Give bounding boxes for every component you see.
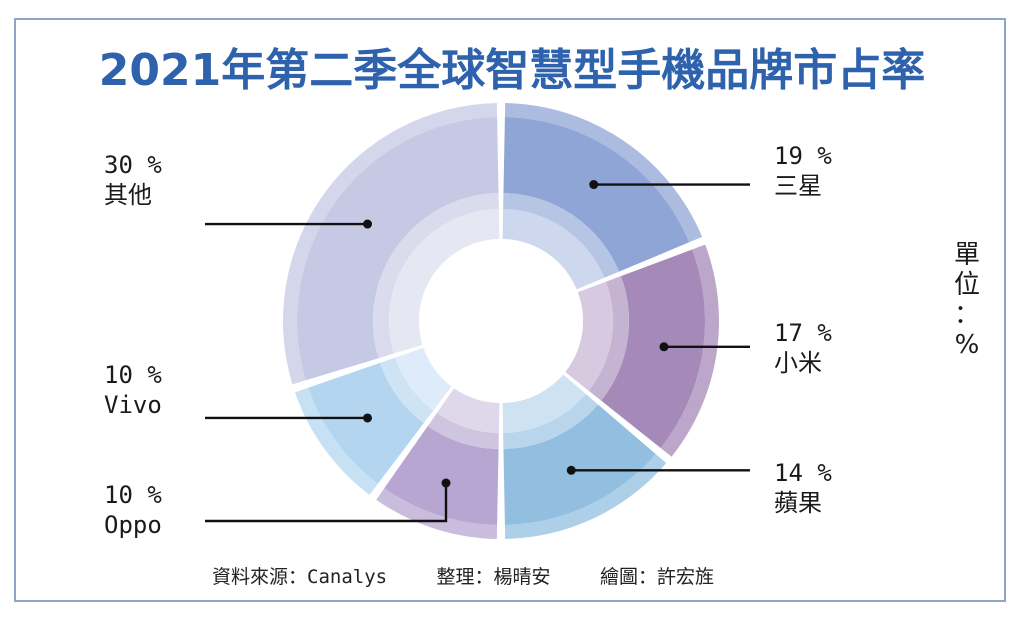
slice-inner-ring-others [373,193,499,359]
name-label-samsung: 三星 [774,172,822,200]
leader-dot-oppo [441,478,451,488]
editor-text: 整理：楊晴安 [436,566,551,588]
slice-outer-ring-samsung [504,103,703,243]
unit-label: 單 位 ： % [950,240,984,360]
leader-dot-vivo [363,413,373,423]
slice-inner-ring-samsung [503,193,620,278]
name-label-others: 其他 [104,181,152,209]
label-samsung: 19 % 三星 [774,141,832,201]
name-label-apple: 蘋果 [774,489,822,517]
slice-core-band-others [389,209,500,354]
slice-inner-ring-oppo [427,412,499,449]
slice-oppo [384,425,499,525]
label-vivo: 10 % Vivo [104,360,162,420]
leader-dot-samsung [589,180,599,190]
label-others: 30 % 其他 [104,150,162,210]
slice-core-band-vivo [395,347,452,411]
value-label-others: 30 % [104,151,162,179]
footer-credits: 資料來源：Canalys 整理：楊晴安 繪圖：許宏旌 [212,562,752,589]
value-label-samsung: 19 % [774,142,832,170]
value-label-vivo: 10 % [104,361,162,389]
source-text: 資料來源：Canalys [212,566,388,588]
unit-char: 位 [953,270,980,300]
label-oppo: 10 % Oppo [104,480,162,540]
slice-samsung [503,117,690,272]
slice-others [297,117,499,381]
chart-title: 2021年第二季全球智慧型手機品牌市占率 [98,45,926,96]
slice-core-band-samsung [502,209,605,290]
slice-vivo [308,362,424,484]
leader-dot-others [363,219,373,229]
slice-outer-ring-xiaomi [660,244,719,457]
donut-hole [419,239,583,403]
slice-core-band-apple [502,374,586,433]
slice-inner-ring-vivo [380,357,434,424]
slice-outer-ring-oppo [376,488,498,539]
slice-inner-ring-xiaomi [588,276,629,401]
value-label-apple: 14 % [774,459,832,487]
label-apple: 14 % 蘋果 [774,458,832,518]
value-label-oppo: 10 % [104,481,162,509]
leader-line-oppo [205,483,448,523]
value-label-xiaomi: 17 % [774,319,832,347]
unit-char: 單 [953,240,980,270]
slice-inner-ring-apple [503,394,599,449]
name-label-xiaomi: 小米 [774,349,822,377]
leader-dot-xiaomi [659,342,669,352]
chart-frame [14,18,1006,602]
leader-dot-apple [566,465,576,475]
slice-xiaomi [601,249,705,448]
illustrator-text: 繪圖：許宏旌 [600,566,715,588]
slice-core-band-oppo [436,388,500,433]
slice-outer-ring-apple [504,454,667,539]
slice-apple [503,404,656,525]
name-label-oppo: Oppo [104,511,162,539]
label-xiaomi: 17 % 小米 [774,318,832,378]
unit-char: % [954,330,980,360]
unit-char: ： [953,300,980,330]
slice-core-band-xiaomi [565,281,613,391]
slice-outer-ring-vivo [295,387,378,495]
name-label-vivo: Vivo [104,391,162,419]
